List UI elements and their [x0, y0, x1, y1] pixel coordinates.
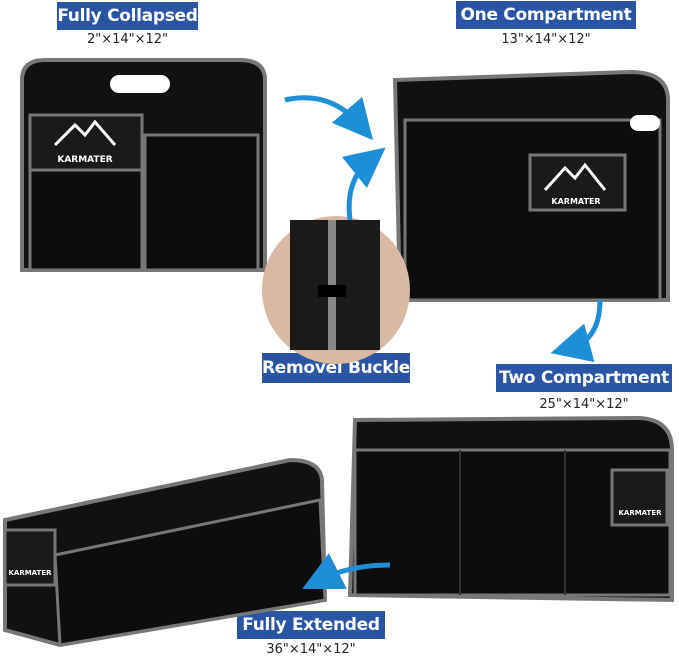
brand-logo: KARMATER	[57, 155, 112, 165]
buckle-closeup-photo	[262, 216, 410, 364]
arrow-icon	[284, 95, 374, 141]
dims-one-compartment: 13"×14"×12"	[501, 32, 591, 47]
label-fully-collapsed: Fully Collapsed	[57, 2, 198, 30]
dims-fully-collapsed: 2"×14"×12"	[86, 32, 169, 47]
label-fully-extended: Fully Extended	[237, 611, 385, 639]
label-removel-buckle: Removel Buckle	[262, 353, 410, 383]
label-two-compartment: Two Compartment	[496, 364, 672, 392]
organizer-two-compartment: KARMATER	[347, 415, 674, 603]
arrow-icon	[341, 147, 386, 221]
dims-fully-extended: 36"×14"×12"	[266, 642, 356, 657]
arrow-icon	[550, 299, 603, 363]
dims-two-compartment: 25"×14"×12"	[539, 397, 629, 412]
label-one-compartment: One Compartment	[456, 1, 636, 29]
organizer-fully-collapsed: KARMATER	[20, 58, 267, 272]
svg-text:KARMATER: KARMATER	[618, 509, 662, 517]
arrow-icon	[302, 553, 391, 589]
organizer-one-compartment: KARMATER	[392, 69, 670, 302]
svg-text:KARMATER: KARMATER	[551, 197, 600, 206]
svg-text:KARMATER: KARMATER	[8, 569, 52, 577]
